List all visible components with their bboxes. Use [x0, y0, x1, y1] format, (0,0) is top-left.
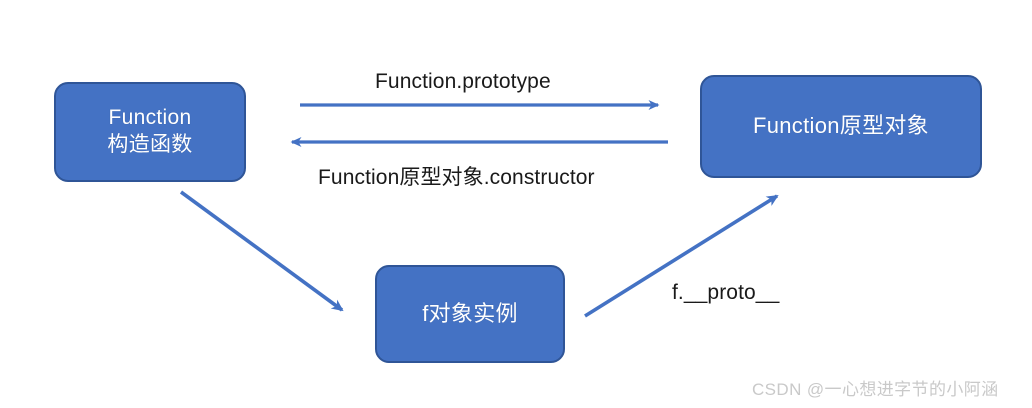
edge-label-proto: f.__proto__ [672, 281, 780, 304]
edge-proto-arrow [584, 194, 779, 318]
node-function-constructor-line2: 构造函数 [107, 133, 193, 156]
node-f-instance[interactable]: f对象实例 [375, 265, 565, 363]
node-f-instance-label: f对象实例 [422, 300, 518, 326]
edge-label-constructor: Function原型对象.constructor [318, 166, 595, 189]
node-function-prototype-object-label: Function原型对象 [753, 113, 929, 139]
watermark-text: CSDN @一心想进字节的小阿涵 [752, 380, 999, 399]
edge-instantiation-arrow [179, 190, 344, 312]
edge-label-prototype: Function.prototype [375, 70, 551, 93]
node-function-prototype-object[interactable]: Function原型对象 [700, 75, 982, 178]
node-function-constructor-line1: Function [108, 106, 192, 130]
node-function-constructor[interactable]: Function 构造函数 [54, 82, 246, 182]
